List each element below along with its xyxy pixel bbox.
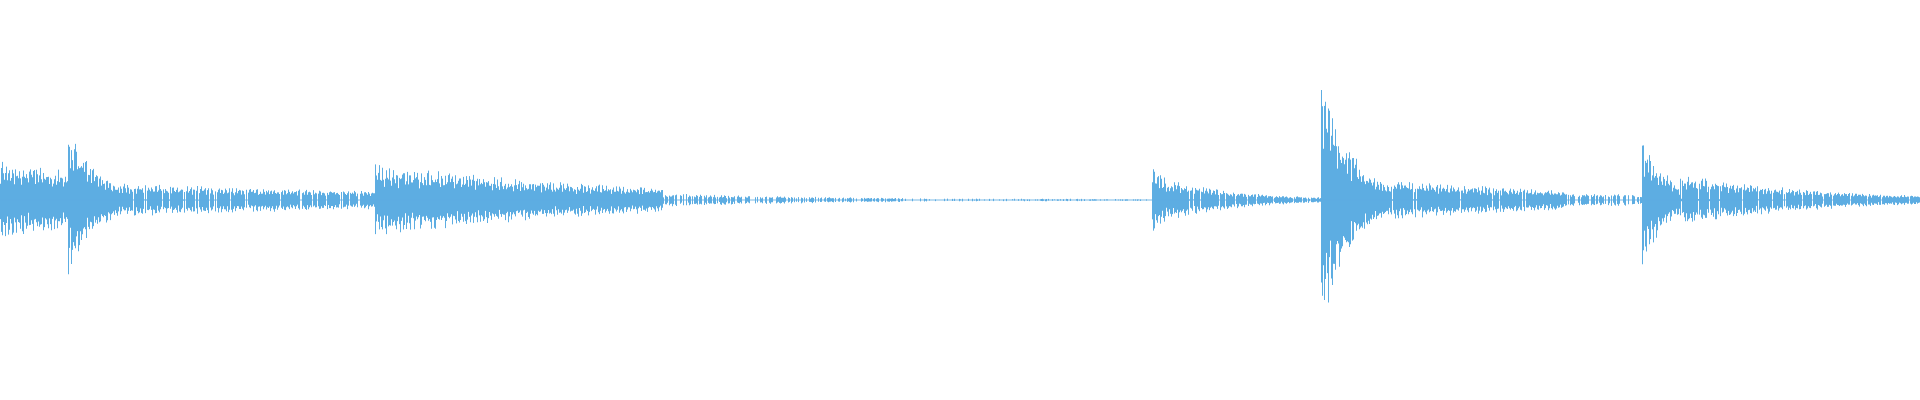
waveform-trace [0,90,1920,303]
